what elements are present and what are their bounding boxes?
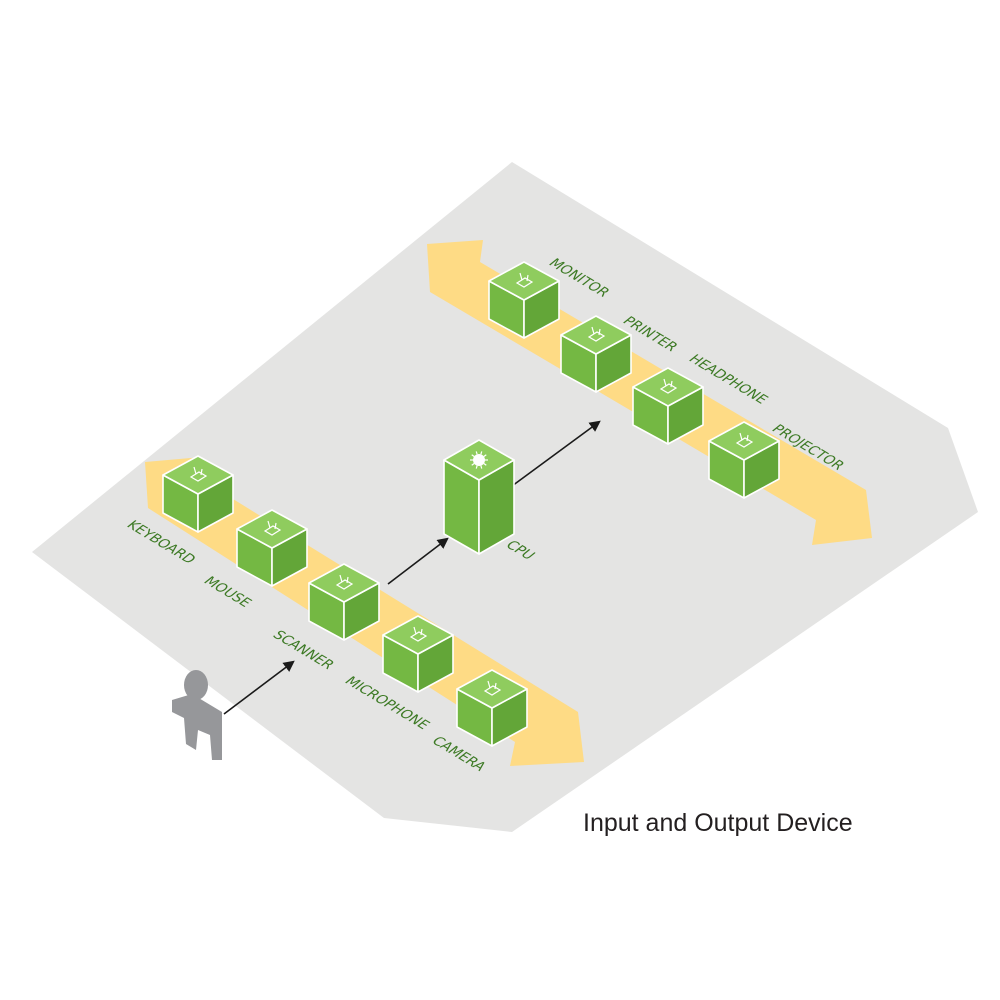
projector-icon xyxy=(735,432,754,448)
output-device-cube-projector xyxy=(708,421,780,499)
monitor-icon xyxy=(515,272,534,288)
input-device-cube-scanner xyxy=(308,563,380,641)
cpu-tower xyxy=(443,439,515,555)
headphone-icon xyxy=(659,378,678,394)
printer-icon xyxy=(587,326,606,342)
output-device-cube-monitor xyxy=(488,261,560,339)
camera-icon xyxy=(483,680,502,696)
diagram-caption: Input and Output Device xyxy=(583,809,853,837)
input-device-cube-keyboard xyxy=(162,455,234,533)
input-device-cube-camera xyxy=(456,669,528,747)
cpu-to-output-arrow xyxy=(511,420,601,487)
user-to-input-arrow xyxy=(223,660,295,715)
scanner-icon xyxy=(335,574,354,590)
person-icon xyxy=(172,670,222,760)
input-device-cube-mouse xyxy=(236,509,308,587)
input-device-cube-microphone xyxy=(382,615,454,693)
microphone-icon xyxy=(409,626,428,642)
keyboard-icon xyxy=(189,466,208,482)
output-device-cube-printer xyxy=(560,315,632,393)
output-device-cube-headphone xyxy=(632,367,704,445)
input-to-cpu-arrow xyxy=(387,537,449,585)
cpu-icon xyxy=(470,451,488,469)
mouse-icon xyxy=(263,520,282,536)
